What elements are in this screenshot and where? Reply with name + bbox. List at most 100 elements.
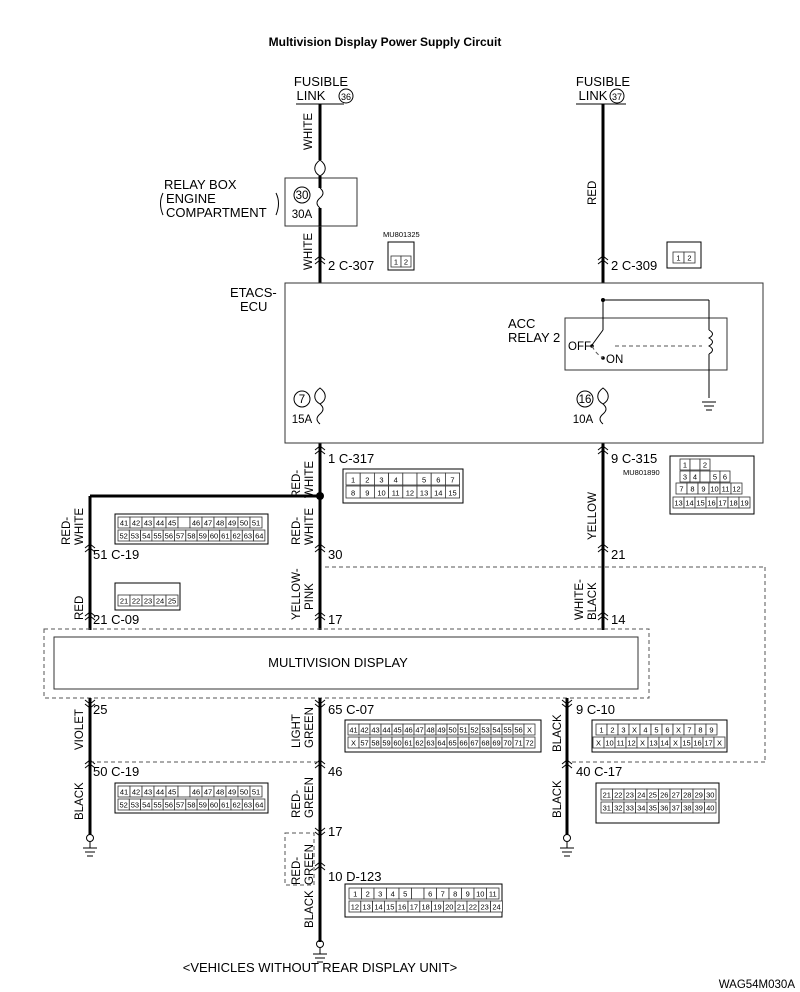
splice-left-branch [88, 492, 324, 630]
svg-text:PINK: PINK [304, 583, 316, 610]
connector-c19-b-body [114, 782, 269, 814]
connector-c315-pin: 4 [693, 473, 697, 482]
connector-c317-pin: 13 [420, 489, 428, 498]
connector-c307: 2 C-307 [328, 258, 374, 273]
connector-c07-pin: 53 [481, 726, 489, 735]
acc-relay-label: ACC [508, 316, 535, 331]
connector-c07-pin: 43 [371, 726, 379, 735]
connector-c19-b-pin: 53 [131, 801, 139, 810]
connector-c19-b-pin: 54 [142, 801, 150, 810]
connector-d123-pin: 2 [366, 890, 370, 899]
connector-c10-pin: 14 [660, 739, 668, 748]
connector-c17-pin: 24 [637, 791, 645, 800]
connector-c09-cell [165, 594, 179, 607]
connector-c315: 9 C-315 [611, 451, 657, 466]
connector-d123: 10 D-123 [328, 869, 381, 884]
connector-c07-pin: 67 [470, 739, 478, 748]
wire-label-white-mid: WHITE [303, 233, 315, 270]
connector-c19-a-pin: 41 [120, 519, 128, 528]
etacs-ecu: ETACS- ECU 7 15A 16 10A [230, 282, 764, 444]
connector-c09: 21 C-09 [93, 612, 139, 627]
connector-c315-body [669, 455, 755, 515]
connector-c315-cell [699, 458, 711, 471]
connector-c307-body [387, 241, 415, 271]
connector-c19-a-pin: 48 [216, 519, 224, 528]
connector-c309-pin: 2 [687, 254, 691, 263]
connector-c19-b-pin: 47 [204, 788, 212, 797]
svg-text:LINK: LINK [579, 88, 608, 103]
connector-c309-pin: 1 [676, 254, 680, 263]
connector-c07-pin: X [527, 726, 532, 735]
connector-c317-pin: 6 [436, 476, 440, 485]
connector-d123-pin: 20 [445, 903, 453, 912]
connector-c10-pin: X [596, 739, 601, 748]
connector-c19-b-pin: 50 [240, 788, 248, 797]
connector-c10-pin: 17 [704, 739, 712, 748]
connector-c315-pin: 12 [732, 485, 740, 494]
diagram-title: Multivision Display Power Supply Circuit [269, 35, 502, 49]
connector-c19-b-cell [177, 785, 191, 798]
connector-c17-pin: 36 [660, 804, 668, 813]
connector-c19-a-pin: 54 [142, 532, 150, 541]
svg-text:37: 37 [612, 92, 622, 102]
svg-text:WHITE: WHITE [304, 508, 316, 545]
connector-c07-pin: 41 [349, 726, 357, 735]
connector-c07-pin: 45 [393, 726, 401, 735]
connector-c19-a-pin: 43 [144, 519, 152, 528]
connector-c19-b-cell [249, 785, 263, 798]
connector-c19-a-pin: 61 [221, 532, 229, 541]
etacs-fuse1-amp: 15A [292, 414, 313, 426]
connector-c317-pin: 12 [406, 489, 414, 498]
connector-c17-cell [704, 788, 717, 801]
connector-c317-pin: 4 [394, 476, 398, 485]
connector-c19-b-pin: 42 [132, 788, 140, 797]
connector-c07-pin: 51 [459, 726, 467, 735]
connector-c17-pin: 31 [603, 804, 611, 813]
connector-c317-pin: 7 [450, 476, 454, 485]
connector-c17-pin: 30 [706, 791, 714, 800]
connector-d123-cell [490, 900, 503, 913]
wire-label-white-black: WHITE- [574, 579, 586, 620]
connector-c307-pin: 1 [394, 258, 398, 267]
connector-c07-pin: 59 [382, 739, 390, 748]
connector-c17-pin: 33 [626, 804, 634, 813]
connector-c07-pin: 61 [404, 739, 412, 748]
connector-c317-pin: 14 [434, 489, 442, 498]
wire-label-red-white-1: RED- [291, 470, 303, 498]
svg-text:WHITE: WHITE [304, 461, 316, 498]
connector-c07-pin: 72 [525, 739, 533, 748]
connector-c19-b: 50 C-19 [93, 764, 139, 779]
connector-c09-pin: 21 [120, 597, 128, 606]
connector-c17-pin: 37 [672, 804, 680, 813]
footer-note: <VEHICLES WITHOUT REAR DISPLAY UNIT> [183, 960, 458, 975]
wire-label-yellow-pink: YELLOW- [291, 568, 303, 620]
connector-c10-pin: 4 [643, 726, 647, 735]
relay-box-label: RELAY BOX [164, 177, 237, 192]
connector-c19-b-pin: 60 [210, 801, 218, 810]
multivision-display: MULTIVISION DISPLAY [43, 628, 650, 699]
connector-c19-a: 51 C-19 [93, 547, 139, 562]
connector-c19-b-pin: 64 [255, 801, 263, 810]
connector-c17-pin: 22 [614, 791, 622, 800]
svg-text:36: 36 [341, 92, 351, 102]
connector-c07-pin: 57 [360, 739, 368, 748]
connector-c19-b-pin: 59 [199, 801, 207, 810]
connector-c07-pin: 60 [393, 739, 401, 748]
wire-label-yellow: YELLOW [587, 492, 599, 540]
wire-label-red-white-2: RED- [291, 517, 303, 545]
connector-c07-pin: X [351, 739, 356, 748]
connector-c19-b-pin: 57 [176, 801, 184, 810]
connector-c317: 1 C-317 [328, 451, 374, 466]
connector-c17-cell [704, 801, 717, 814]
etacs-fuse2-amp: 10A [573, 414, 594, 426]
connector-c10-pin: X [632, 726, 637, 735]
connector-d123-pin: 21 [457, 903, 465, 912]
connector-c17-pin: 26 [660, 791, 668, 800]
svg-text:FUSIBLE: FUSIBLE [576, 74, 631, 89]
pin-30: 30 [328, 547, 342, 562]
wire-color-labels: WHITE WHITE RED RED- WHITE RED- WHITE YE… [61, 113, 599, 928]
connector-c10-pin: 13 [649, 739, 657, 748]
connector-d123-pin: 11 [489, 890, 497, 899]
connector-c317-body [342, 468, 464, 504]
connector-c07-pin: 69 [492, 739, 500, 748]
